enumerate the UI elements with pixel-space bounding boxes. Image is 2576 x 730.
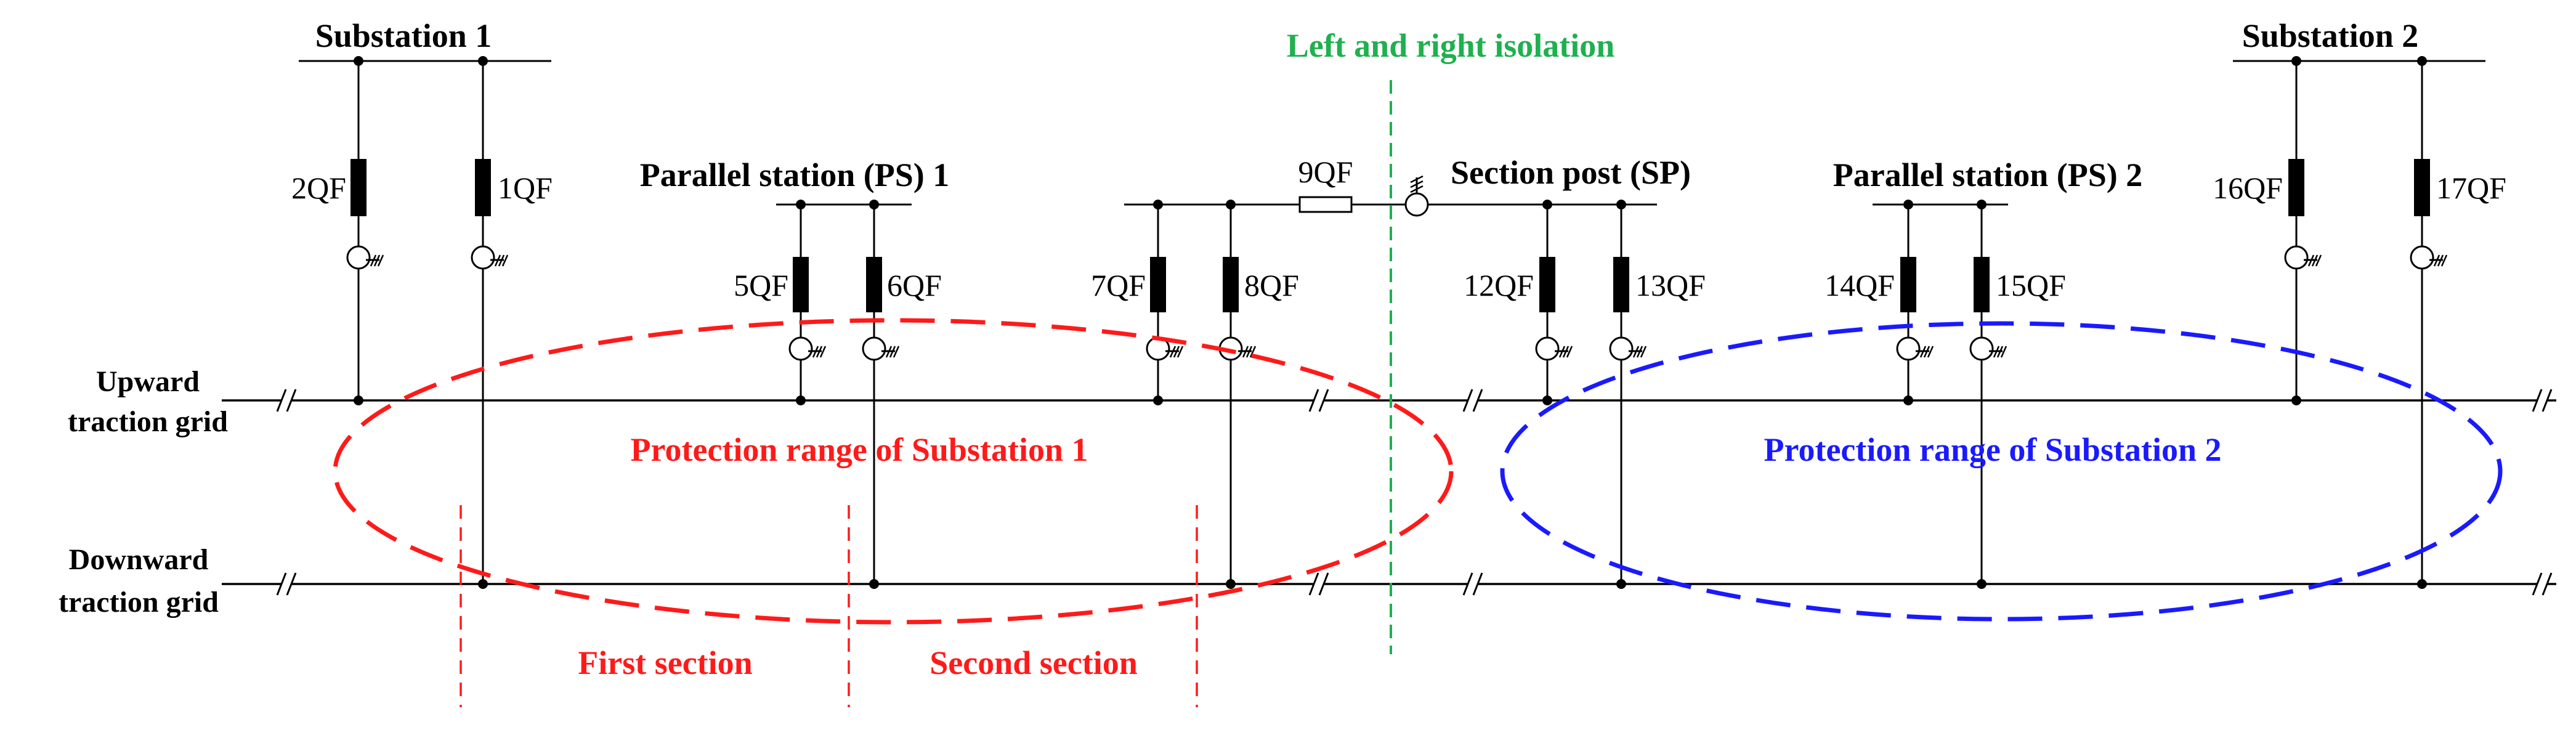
breaker-1qf	[475, 159, 491, 216]
parallel-station-1: Parallel station (PS) 1 5QF 6QF	[640, 156, 949, 589]
current-transformer-icon	[1609, 336, 1647, 361]
upward-grid-label-line2: traction grid	[68, 405, 228, 438]
breaker-15qf	[1974, 257, 1990, 312]
breaker-1qf-label: 1QF	[498, 171, 553, 205]
breaker-9qf	[1298, 196, 1353, 213]
breaker-7qf-label: 7QF	[1091, 268, 1146, 302]
downward-grid-label-line1: Downward	[69, 543, 209, 576]
breaker-5qf	[793, 257, 809, 312]
upward-grid-break-sp	[1462, 387, 1483, 414]
breaker-15qf-label: 15QF	[1996, 268, 2066, 302]
breaker-13qf-label: 13QF	[1635, 268, 1706, 302]
section-post: Section post (SP) 7QF 8QF 9QF 12QF	[1091, 154, 1706, 589]
parallel-station-2: Parallel station (PS) 2 14QF 15QF	[1825, 156, 2142, 589]
breaker-8qf	[1223, 257, 1239, 312]
section-post-label: Section post (SP)	[1451, 154, 1691, 191]
downward-grid-break-right	[2532, 570, 2553, 598]
upward-grid-break-left	[276, 387, 297, 414]
section-dividers: First section Second section	[460, 505, 1198, 707]
protection-range-substation-1: Protection range of Substation 1	[333, 318, 1454, 625]
protection-range-1-ellipse	[333, 318, 1454, 625]
breaker-14qf	[1900, 257, 1916, 312]
upward-grid-break-right	[2532, 387, 2553, 414]
breaker-6qf-label: 6QF	[887, 268, 942, 302]
downward-traction-grid	[222, 570, 2556, 598]
breaker-12qf-label: 12QF	[1464, 268, 1534, 302]
current-transformer-icon	[346, 245, 384, 270]
upward-traction-grid	[222, 387, 2556, 414]
breaker-14qf-label: 14QF	[1825, 268, 1895, 302]
breaker-8qf-label: 8QF	[1244, 268, 1299, 302]
current-transformer-icon	[1969, 336, 2007, 361]
downward-grid-label-line2: traction grid	[59, 586, 219, 618]
breaker-13qf	[1613, 257, 1629, 312]
current-transformer-icon	[788, 336, 827, 361]
breaker-16qf-label: 16QF	[2213, 171, 2283, 205]
breaker-5qf-label: 5QF	[734, 268, 788, 302]
breaker-7qf	[1150, 257, 1166, 312]
substation-1-label: Substation 1	[315, 17, 492, 54]
breaker-9qf-label: 9QF	[1298, 155, 1353, 189]
substation-2-label: Substation 2	[2242, 17, 2419, 54]
downward-grid-break-sp	[1462, 570, 1483, 598]
protection-range-substation-2: Protection range of Substation 2	[1500, 321, 2503, 622]
breaker-6qf	[866, 257, 882, 312]
protection-range-1-label: Protection range of Substation 1	[631, 431, 1088, 468]
downward-grid-break-left	[276, 570, 297, 598]
substation-1: Substation 1 2QF 1QF	[291, 17, 553, 589]
current-transformer-icon	[2284, 245, 2322, 270]
breaker-12qf	[1539, 257, 1555, 312]
protection-range-2-label: Protection range of Substation 2	[1764, 431, 2222, 468]
breaker-2qf-label: 2QF	[291, 171, 346, 205]
current-transformer-icon	[862, 336, 900, 361]
breaker-2qf	[350, 159, 367, 216]
current-transformer-icon	[2410, 245, 2448, 270]
parallel-station-1-label: Parallel station (PS) 1	[640, 156, 949, 193]
substation-2: Substation 2 16QF 17QF	[2213, 17, 2506, 589]
downward-grid-break-middle	[1308, 570, 1329, 598]
breaker-16qf	[2288, 159, 2304, 216]
breaker-17qf	[2414, 159, 2430, 216]
first-section-label: First section	[578, 644, 752, 681]
isolation-label: Left and right isolation	[1287, 27, 1615, 64]
current-transformer-icon	[1404, 175, 1429, 217]
second-section-label: Second section	[930, 644, 1138, 681]
protection-range-2-ellipse	[1500, 321, 2503, 622]
current-transformer-icon	[1535, 336, 1573, 361]
current-transformer-icon	[1896, 336, 1934, 361]
parallel-station-2-label: Parallel station (PS) 2	[1833, 156, 2142, 193]
current-transformer-icon	[471, 245, 509, 270]
breaker-17qf-label: 17QF	[2436, 171, 2506, 205]
upward-grid-label-line1: Upward	[96, 365, 200, 398]
isolation-marker: Left and right isolation	[1287, 27, 1615, 654]
upward-grid-break-middle	[1308, 387, 1329, 414]
